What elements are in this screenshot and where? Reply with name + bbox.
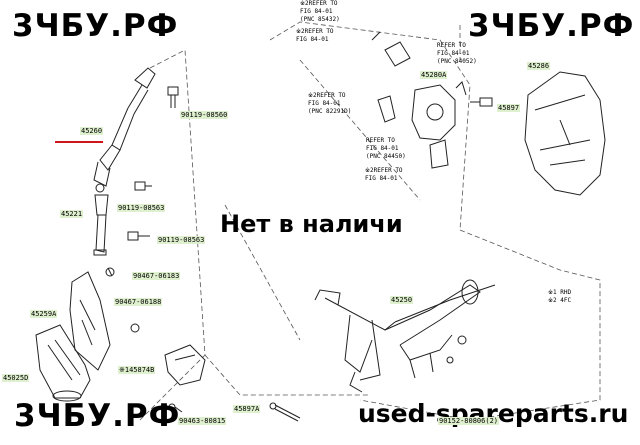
part-label-45259a: 45259A (30, 310, 58, 318)
part-label-45025d: 45025D (2, 374, 30, 382)
reference-note-85432: ※2REFER TO FIG 84-01 (PNC 85432) (300, 0, 340, 23)
part-label-90152-80806: 90152-80806(2) (438, 417, 500, 425)
reference-note-84052: REFER TO FIG 84-01 (PNC 84052) (437, 42, 477, 65)
part-label-90467-06183: 90467-06183 (132, 272, 181, 280)
part-label-45897a: 45897A (233, 405, 261, 413)
part-label-90119-08560: 90119-08560 (180, 111, 229, 119)
part-label-45250: 45250 (390, 296, 414, 304)
legend-rhd: ※1 RHD (548, 289, 572, 296)
part-label-90463-80815: 90463-80815 (178, 417, 227, 425)
part-label-90119-08563: 90119-08563 (117, 204, 166, 212)
part-label-145874b: ※145874B (118, 366, 156, 374)
part-label-45260: 45260 (80, 127, 104, 135)
watermark-top-left: 3ЧБУ.РФ (12, 8, 179, 44)
out-of-stock-stamp: Нет в наличи (220, 210, 403, 238)
reference-note-fig84-01-a: ※2REFER TO FIG 84-01 (296, 28, 334, 43)
part-label-45897: 45897 (497, 104, 521, 112)
legend-4fc: ※2 4FC (548, 297, 572, 304)
part-label-90119-08563-lower: 90119-08563 (157, 236, 206, 244)
reference-note-82291d: ※2REFER TO FIG 84-01 (PNC 82291D) (308, 92, 352, 115)
part-label-45286: 45286 (527, 62, 551, 70)
part-label-45221: 45221 (60, 210, 84, 218)
watermark-bottom-left: 3ЧБУ.РФ (14, 398, 181, 434)
reference-note-fig84-01-b: ※2REFER TO FIG 84-01 (365, 167, 403, 182)
reference-note-84450: REFER TO FIG 84-01 (PNC 84450) (366, 137, 406, 160)
part-label-45280a: 45280A (420, 71, 448, 79)
part-label-90467-06188: 90467-06188 (114, 298, 163, 306)
watermark-top-right: 3ЧБУ.РФ (468, 8, 635, 44)
